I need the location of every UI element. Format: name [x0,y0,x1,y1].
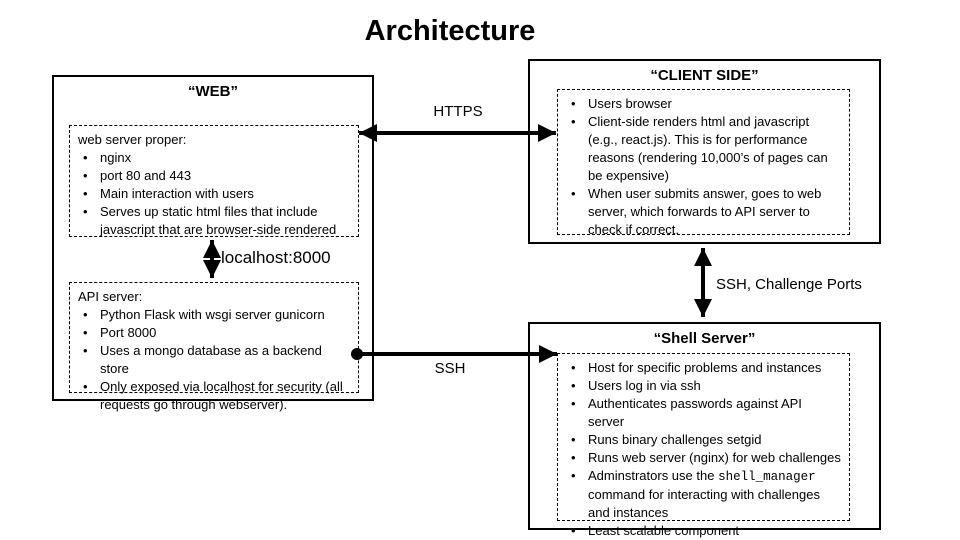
list-item-text: Main interaction with users [100,186,254,201]
bullet-icon: • [571,432,576,447]
list-item-text: Runs binary challenges setgid [588,432,762,447]
list-item: • Python Flask with wsgi server gunicorn [78,306,350,324]
list-item-text: Authenticates passwords against API serv… [588,396,802,429]
bullet-icon: • [571,523,576,538]
list-item-text: Least scalable component [588,523,740,538]
bullet-icon: • [571,468,576,483]
client-side-box-title: “CLIENT SIDE” [650,67,759,84]
list-item-text: nginx [100,150,132,165]
list-item: • port 80 and 443 [78,167,350,185]
ssh-challenge-ports-arrow-label: SSH, Challenge Ports [716,276,862,293]
client-side-list-box: • Users browser • Client-side renders html… [557,89,850,237]
list-item-text: Only exposed via localhost for security … [100,379,343,412]
list-item-text: Uses a mongo database as a backend store [100,343,322,376]
list-item-text: port 80 and 443 [100,168,192,183]
list-item-text: Users browser [588,96,672,111]
bullet-icon: • [571,96,576,111]
list-item-text: Client-side renders html and javascript … [588,114,828,183]
list-item: • When user submits answer, goes to web s… [566,185,841,239]
list-item-text: Adminstrators use the shell_manager comm… [588,468,820,520]
list-item: • Uses a mongo database as a backend stor… [78,342,350,378]
localhost-arrow-label: localhost:8000 [221,248,331,267]
list-item-text: When user submits answer, goes to web se… [588,186,822,237]
web-server-heading: web server proper: [78,132,187,147]
list-item: • Least scalable component [566,522,841,540]
client-side-box: “CLIENT SIDE” • Users browser • Client-sid… [528,59,881,244]
shell-server-box-title: “Shell Server” [653,330,756,347]
bullet-icon: • [83,204,88,219]
bullet-icon: • [571,396,576,411]
bullet-icon: • [571,114,576,129]
shell-server-list: • Host for specific problems and instance… [566,359,841,540]
shell-server-box: “Shell Server” • Host for specific proble… [528,322,881,538]
api-server-box: API server: • Python Flask with wsgi serv… [69,282,359,412]
list-item: • Runs web server (nginx) for web challen… [566,449,841,467]
list-item: • Users log in via ssh [566,377,841,395]
web-box-title: “WEB” [188,83,238,100]
list-item: • Client-side renders html and javascript… [566,113,841,185]
bullet-icon: • [83,168,88,183]
bullet-icon: • [571,378,576,393]
bullet-icon: • [83,325,88,340]
page-title: Architecture [364,15,536,47]
web-box: “WEB” web server proper: • nginx • port 80… [52,75,374,412]
list-item-text: Python Flask with wsgi server gunicorn [100,307,325,322]
shell-manager-command: shell_manager [718,470,816,484]
shell-server-list-box: • Host for specific problems and instance… [557,353,850,538]
bullet-icon: • [571,360,576,375]
list-item: • Authenticates passwords against API ser… [566,395,841,431]
list-item: • Only exposed via localhost for security… [78,378,350,414]
list-item: • Serves up static html files that includ… [78,203,350,239]
bullet-icon: • [83,379,88,394]
list-item-text: Runs web server (nginx) for web challeng… [588,450,841,465]
list-item-admin: • Adminstrators use the shell_manager com… [566,467,841,522]
list-item: • Runs binary challenges setgid [566,431,841,449]
bullet-icon: • [83,150,88,165]
client-side-list: • Users browser • Client-side renders html… [566,95,841,239]
api-server-heading: API server: [78,289,143,304]
list-item: • Host for specific problems and instance… [566,359,841,377]
bullet-icon: • [83,343,88,358]
list-item-text: Host for specific problems and instances [588,360,822,375]
list-item-text: Port 8000 [100,325,157,340]
bullet-icon: • [83,186,88,201]
ssh-arrow-label: SSH [434,360,466,377]
list-item: • Port 8000 [78,324,350,342]
admin-item-prefix: Adminstrators use the [588,468,719,483]
list-item-text: Users log in via ssh [588,378,701,393]
web-server-list: • nginx • port 80 and 443 • Main interactio… [78,149,350,239]
list-item: • Users browser [566,95,841,113]
admin-item-suffix: command for interacting with challenges … [588,487,820,520]
api-server-list: •Python Flask with wsgi server gunicorn … [78,306,350,414]
bullet-icon: • [571,186,576,201]
list-item: • Main interaction with users [78,185,350,203]
list-item: • nginx [78,149,350,167]
https-arrow-label: HTTPS [433,103,483,120]
bullet-icon: • [83,307,88,322]
web-server-proper-box: web server proper: • nginx • port 80 and 4… [69,125,359,237]
bullet-icon: • [571,450,576,465]
list-item-text: Serves up static html files that include… [100,204,337,237]
